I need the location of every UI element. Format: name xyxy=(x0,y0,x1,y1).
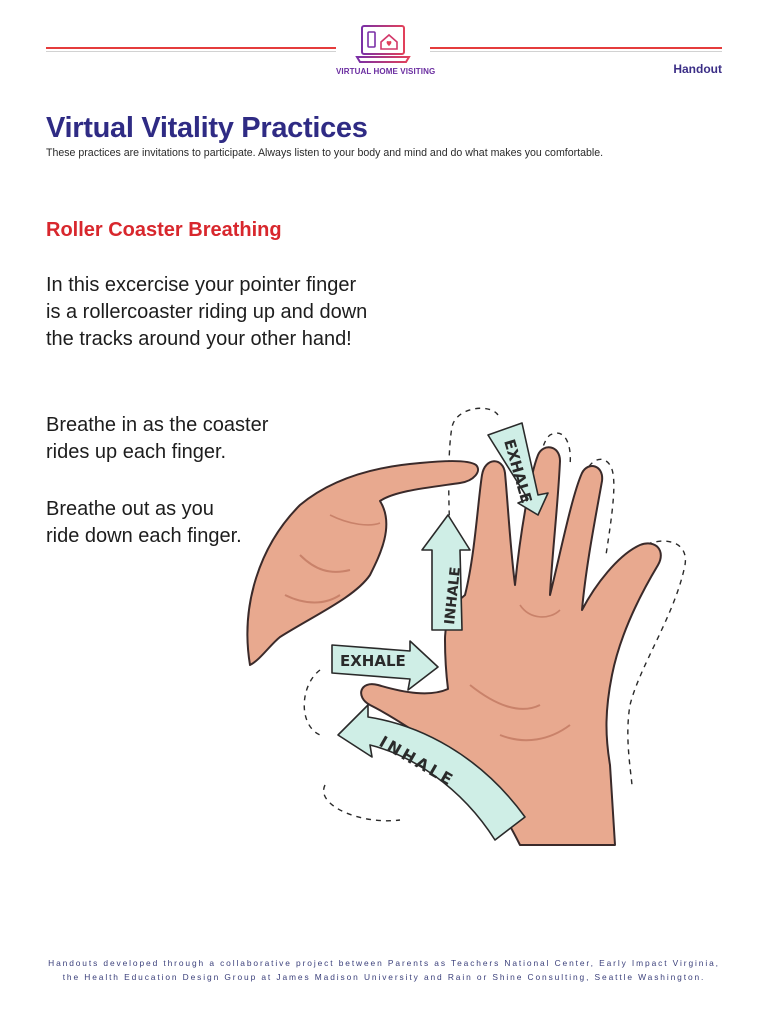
section-heading: Roller Coaster Breathing xyxy=(46,219,282,241)
footer-line-1: Handouts developed through a collaborati… xyxy=(48,958,720,968)
header-rule-right xyxy=(430,47,722,52)
footer-line-2: the Health Education Design Group at Jam… xyxy=(62,972,706,982)
instruction-paragraph-3: Breathe out as you ride down each finger… xyxy=(46,498,242,547)
inhale-arrow-middle: INHALE xyxy=(421,514,471,631)
hand-breathing-illustration: EXHALE INHALE EXHALE INHALE xyxy=(246,407,686,846)
page-title: Virtual Vitality Practices xyxy=(46,112,368,144)
logo: VIRTUAL HOME VISITING xyxy=(336,24,436,76)
pointing-hand xyxy=(246,460,479,666)
exhale-label-left: EXHALE xyxy=(340,652,406,670)
logo-text: VIRTUAL HOME VISITING xyxy=(336,67,436,76)
footer-credits: Handouts developed through a collaborati… xyxy=(0,956,768,984)
header-rule-left xyxy=(46,47,336,52)
instruction-paragraph-2: Breathe in as the coaster rides up each … xyxy=(46,414,269,463)
laptop-home-icon xyxy=(355,25,411,63)
instruction-paragraph-1: In this excercise your pointer finger is… xyxy=(46,274,368,350)
inhale-label-middle: INHALE xyxy=(442,566,464,625)
handout-label: Handout xyxy=(673,62,722,76)
exhale-arrow-left: EXHALE xyxy=(331,640,439,691)
open-hand xyxy=(360,446,662,846)
page-subtitle: These practices are invitations to parti… xyxy=(46,147,604,159)
